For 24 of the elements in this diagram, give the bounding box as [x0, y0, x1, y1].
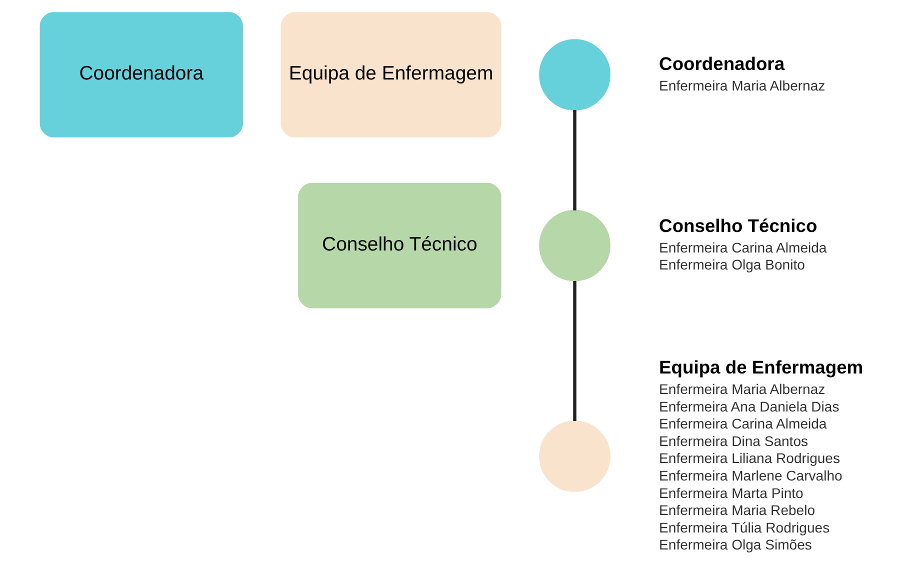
- node-label: Conselho Técnico: [658, 215, 817, 236]
- node-label: Enfermeira Maria Albernaz: [658, 77, 825, 94]
- node-label: Enfermeira Olga Simões: [658, 536, 812, 553]
- node-label: Enfermeira Maria Albernaz: [658, 381, 825, 398]
- node-label: Enfermeira Marlene Carvalho: [658, 467, 842, 484]
- node-box: Equipa de Enfermagem: [280, 12, 501, 138]
- connector: [572, 281, 576, 422]
- node-circle: [538, 39, 610, 110]
- connector: [572, 110, 576, 210]
- node-label: Enfermeira Liliana Rodrigues: [658, 450, 840, 466]
- node-box: Coordenadora: [39, 12, 242, 138]
- node-label: Enfermeira Ana Daniela Dias: [658, 398, 839, 414]
- node-label: Equipa de Enfermagem: [658, 356, 863, 378]
- node-circle: [538, 420, 610, 492]
- node-box: Conselho Técnico: [298, 182, 501, 308]
- node-label: Enfermeira Marta Pinto: [658, 484, 803, 501]
- node-label: Enfermeira Olga Bonito: [658, 256, 804, 273]
- node-label: Enfermeira Carina Almeida: [658, 416, 826, 432]
- node-label: Enfermeira Carina Almeida: [658, 239, 826, 256]
- node-label: Coordenadora: [658, 52, 784, 74]
- node-label: Enfermeira Maria Rebelo: [658, 502, 815, 518]
- node-label: Enfermeira Túlia Rodrigues: [658, 519, 830, 536]
- node-label: Enfermeira Dina Santos: [658, 432, 808, 449]
- node-circle: [538, 210, 610, 282]
